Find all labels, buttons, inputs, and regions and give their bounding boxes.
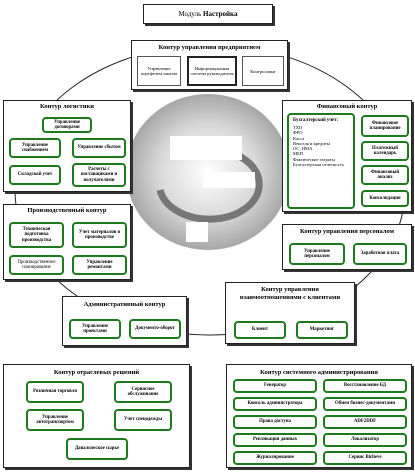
admin-panel: Административный контур Управление проек… xyxy=(62,296,187,346)
enterprise-title: Контур управления предприятием xyxy=(158,44,261,51)
logistics-item-2[interactable]: Управление сбытом xyxy=(72,138,126,158)
industry-item-1[interactable]: Сервисное обслуживание xyxy=(114,381,172,403)
hr-panel: Контур управления персоналом Управление … xyxy=(282,224,412,270)
industry-item-3[interactable]: Учет спецодежды xyxy=(114,409,172,431)
industry-item-0[interactable]: Розничная торговля xyxy=(26,381,84,403)
enterprise-panel: Контур управления предприятием Управлени… xyxy=(131,40,288,90)
acct-item[interactable]: ОС, НМА xyxy=(293,146,313,152)
center-white-block-2 xyxy=(203,172,255,188)
sysadmin-item-3[interactable]: Обмен бизнес-документами xyxy=(323,397,407,411)
hr-item-0[interactable]: Управление персоналом xyxy=(289,243,345,265)
production-panel: Производственный контур Техническая подг… xyxy=(3,204,131,280)
crm-panel: Контур управления взаимоотношениями с кл… xyxy=(225,282,355,344)
production-title: Производственный контур xyxy=(27,207,107,214)
sysadmin-item-1[interactable]: Восстановление БД xyxy=(323,379,407,393)
acct-item[interactable]: МБП xyxy=(293,151,304,157)
admin-item-1[interactable]: Документо-оборот xyxy=(129,319,181,339)
center-white-block-1 xyxy=(170,136,242,160)
acct-item[interactable]: Бухгалтерская отчетность xyxy=(293,162,344,168)
admin-title: Административный контур xyxy=(83,301,166,308)
enterprise-item-2[interactable]: Контроллинг xyxy=(242,56,284,86)
logistics-item-4[interactable]: Расчеты с поставщиками и получателями xyxy=(72,163,126,187)
acct-item[interactable]: ФРО xyxy=(293,130,303,136)
industry-item-2[interactable]: Управление автотранспортом xyxy=(26,409,84,431)
module-prefix: Модуль xyxy=(178,10,204,18)
logistics-panel: Контур логистики Управление договорами У… xyxy=(3,100,131,192)
logistics-title: Контур логистики xyxy=(40,103,94,110)
finance-accounting-box: Бухгалтерский учет: ТХО ФРО Касса Вексел… xyxy=(287,113,355,209)
sysadmin-item-9[interactable]: Сервис Birlieve xyxy=(323,451,407,465)
sysadmin-item-2[interactable]: Консоль администратора xyxy=(233,397,317,411)
sysadmin-item-7[interactable]: Локализатор xyxy=(323,433,407,447)
enterprise-item-0[interactable]: Управление портфелем заказов xyxy=(137,56,181,86)
production-item-2[interactable]: Производственное планирование xyxy=(9,255,64,275)
industry-panel: Контур отраслевых решений Розничная торг… xyxy=(3,364,190,468)
acct-item[interactable]: Касса xyxy=(293,135,305,141)
sysadmin-item-8[interactable]: Журналирование xyxy=(233,451,317,465)
production-item-1[interactable]: Учет материалов в производстве xyxy=(72,222,127,248)
acct-item[interactable]: ТХО xyxy=(293,125,303,130)
cycle-arrow-icon xyxy=(156,146,263,223)
module-name: Настройка xyxy=(203,10,238,18)
industry-item-4[interactable]: Давальческое сырье xyxy=(66,438,128,460)
logistics-item-3[interactable]: Складской учет xyxy=(9,165,61,185)
industry-title: Контур отраслевых решений xyxy=(53,369,140,376)
crm-item-1[interactable]: Маркетинг xyxy=(296,321,348,339)
admin-item-0[interactable]: Управление проектами xyxy=(69,319,121,339)
sysadmin-item-5[interactable]: ADF2DDF xyxy=(323,415,407,429)
finance-item-1[interactable]: Платежный календарь xyxy=(361,141,409,161)
sysadmin-panel: Контур системного администрирования Гене… xyxy=(226,364,412,468)
finance-item-3[interactable]: Консолидация xyxy=(361,190,409,207)
hr-item-1[interactable]: Заработная плата xyxy=(353,243,407,265)
hr-title: Контур управления персоналом xyxy=(299,228,395,235)
sysadmin-title: Контур системного администрирования xyxy=(260,369,378,376)
module-header: Модуль Настройка xyxy=(143,4,273,24)
sysadmin-item-0[interactable]: Генератор xyxy=(233,379,317,393)
logistics-item-1[interactable]: Управление снабжением xyxy=(9,138,61,158)
crm-title: Контур управления взаимоотношениями с кл… xyxy=(239,286,341,301)
finance-accounting-title: Бухгалтерский учет: xyxy=(293,118,339,123)
logistics-item-0[interactable]: Управление договорами xyxy=(42,117,92,133)
finance-accounting-list: ТХО ФРО Касса Векселя и кредиты ОС, НМА … xyxy=(293,125,349,167)
finance-title: Финансовый контур xyxy=(316,103,378,110)
acct-item[interactable]: Векселя и кредиты xyxy=(293,140,330,146)
center-white-block-3 xyxy=(186,222,208,242)
enterprise-item-1[interactable]: Информационная система руководителя xyxy=(187,56,237,86)
finance-panel: Финансовый контур Бухгалтерский учет: ТХ… xyxy=(282,100,412,212)
acct-item[interactable]: Фактические затраты xyxy=(293,156,335,162)
sysadmin-item-4[interactable]: Права доступа xyxy=(233,415,317,429)
production-item-0[interactable]: Техническая подготовка производства xyxy=(9,222,64,248)
finance-item-2[interactable]: Финансовый анализ xyxy=(361,165,409,185)
finance-item-0[interactable]: Финансовое планирование xyxy=(361,115,409,137)
sysadmin-item-6[interactable]: Репликация данных xyxy=(233,433,317,447)
crm-item-0[interactable]: Клиент xyxy=(234,321,286,339)
production-item-3[interactable]: Управление ремонтами xyxy=(72,255,127,275)
